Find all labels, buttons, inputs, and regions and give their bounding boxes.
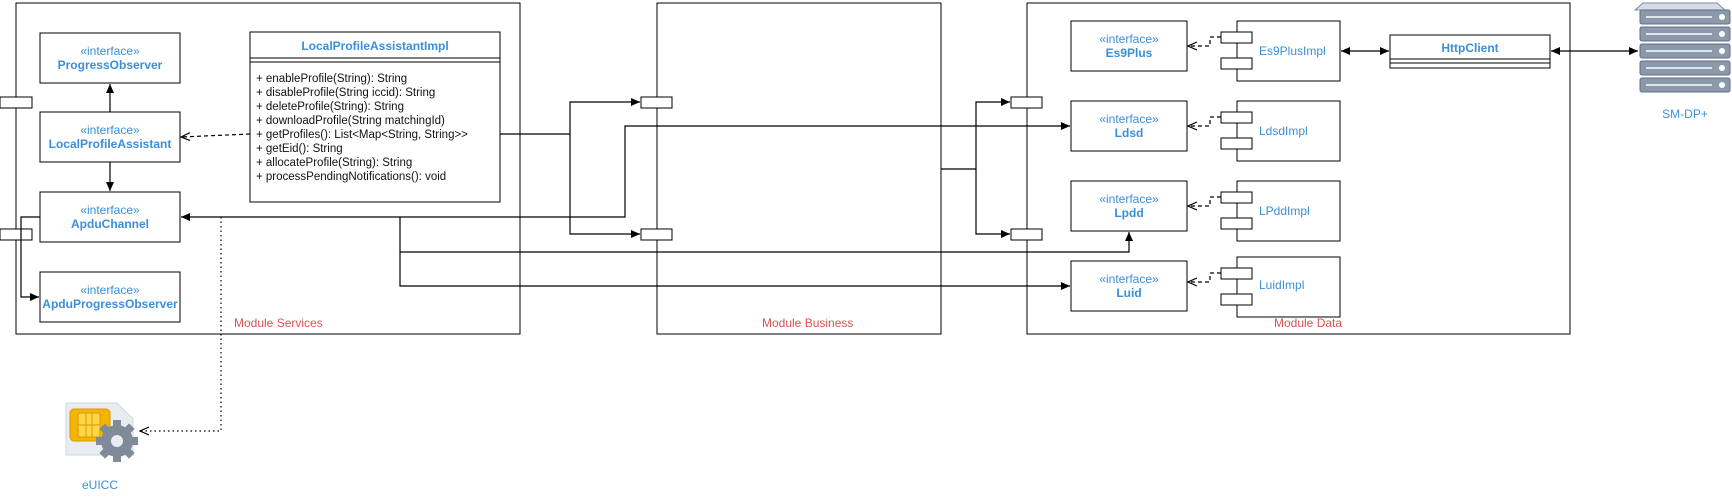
lpdd-impl-name: LPddImpl [1259,204,1310,218]
module-services-label: Module Services [234,316,323,330]
es9plus-name: Es9Plus [1106,46,1153,60]
edge-apdu-channel-lpdd [399,217,1133,253]
lpdd-name: Lpdd [1114,206,1143,220]
edge-business-data-lower [975,169,1010,238]
port-data-lower [1010,228,1043,241]
server-icon [1633,2,1731,93]
ldsd-impl-component: LdsdImpl [1220,100,1341,162]
apdu-channel-name: ApduChannel [71,217,149,231]
edge-impl-business-upper [500,98,640,135]
lpdd-stereotype: «interface» [1099,192,1159,206]
apdu-progress-observer-box [39,271,181,323]
server-label: SM-DP+ [1662,107,1708,121]
es9plus-stereotype: «interface» [1099,32,1159,46]
euicc-label: eUICC [82,478,118,492]
edge-apdu-channel-luid [399,252,1070,290]
port-data-upper [1010,96,1043,109]
progress-observer-box [39,32,181,84]
http-client-name: HttpClient [1441,41,1498,55]
local-profile-assistant-box [39,111,181,163]
module-data-label: Module Data [1274,316,1342,330]
luid-interface-box [1070,260,1188,312]
edge-ldsd-apdu-channel [181,122,1070,221]
impl-class-method: + enableProfile(String): String [256,73,407,85]
local-profile-assistant-stereotype: «interface» [80,123,140,137]
local-profile-assistant-name: LocalProfileAssistant [49,137,172,151]
edge-ldsd-impl-realizes [1188,116,1221,126]
luid-name: Luid [1116,286,1141,300]
progress-observer-name: ProgressObserver [58,58,163,72]
luid-impl-component: LuidImpl [1220,256,1341,318]
port-services-left-lower [0,228,33,241]
impl-class-method: + getEid(): String [256,143,343,155]
edge-apdu-channel-progress-observer [20,216,40,301]
impl-class-method: + disableProfile(String iccid): String [256,87,435,99]
lpdd-impl-component: LPddImpl [1220,180,1341,242]
edge-luid-impl-realizes [1188,272,1221,282]
edge-business-data-upper [941,98,1010,170]
module-business-box [656,2,942,335]
impl-class-method: + deleteProfile(String): String [256,101,404,113]
luid-stereotype: «interface» [1099,272,1159,286]
es9plus-interface-box [1070,20,1188,72]
es9plus-impl-component: Es9PlusImpl [1220,20,1341,82]
apdu-progress-observer-name: ApduProgressObserver [42,297,178,311]
lpdd-interface-box [1070,180,1188,232]
port-business-lower [640,228,673,241]
edge-lpdd-impl-realizes [1188,196,1221,206]
impl-class-name: LocalProfileAssistantImpl [301,39,448,53]
apdu-channel-box [39,191,181,243]
ldsd-stereotype: «interface» [1099,112,1159,126]
luid-impl-name: LuidImpl [1259,278,1304,292]
ldsd-impl-name: LdsdImpl [1259,124,1308,138]
edge-es9plus-impl-realizes [1188,36,1221,46]
impl-class-method: + allocateProfile(String): String [256,157,412,169]
impl-class-method: + processPendingNotifications(): void [256,171,446,183]
impl-class-method: + getProfiles(): List<Map<String, String… [256,129,468,141]
ldsd-name: Ldsd [1115,126,1144,140]
ldsd-interface-box [1070,100,1188,152]
apdu-channel-stereotype: «interface» [80,203,140,217]
progress-observer-stereotype: «interface» [80,44,140,58]
apdu-progress-observer-stereotype: «interface» [80,283,140,297]
es9plus-impl-name: Es9PlusImpl [1259,44,1326,58]
impl-class-method: + downloadProfile(String matchingId) [256,115,445,127]
port-services-left-upper [0,96,33,109]
sim-card-gear-icon [65,402,138,462]
module-business-label: Module Business [762,316,853,330]
port-business-upper [640,96,673,109]
edge-impl-business-lower [569,134,640,238]
